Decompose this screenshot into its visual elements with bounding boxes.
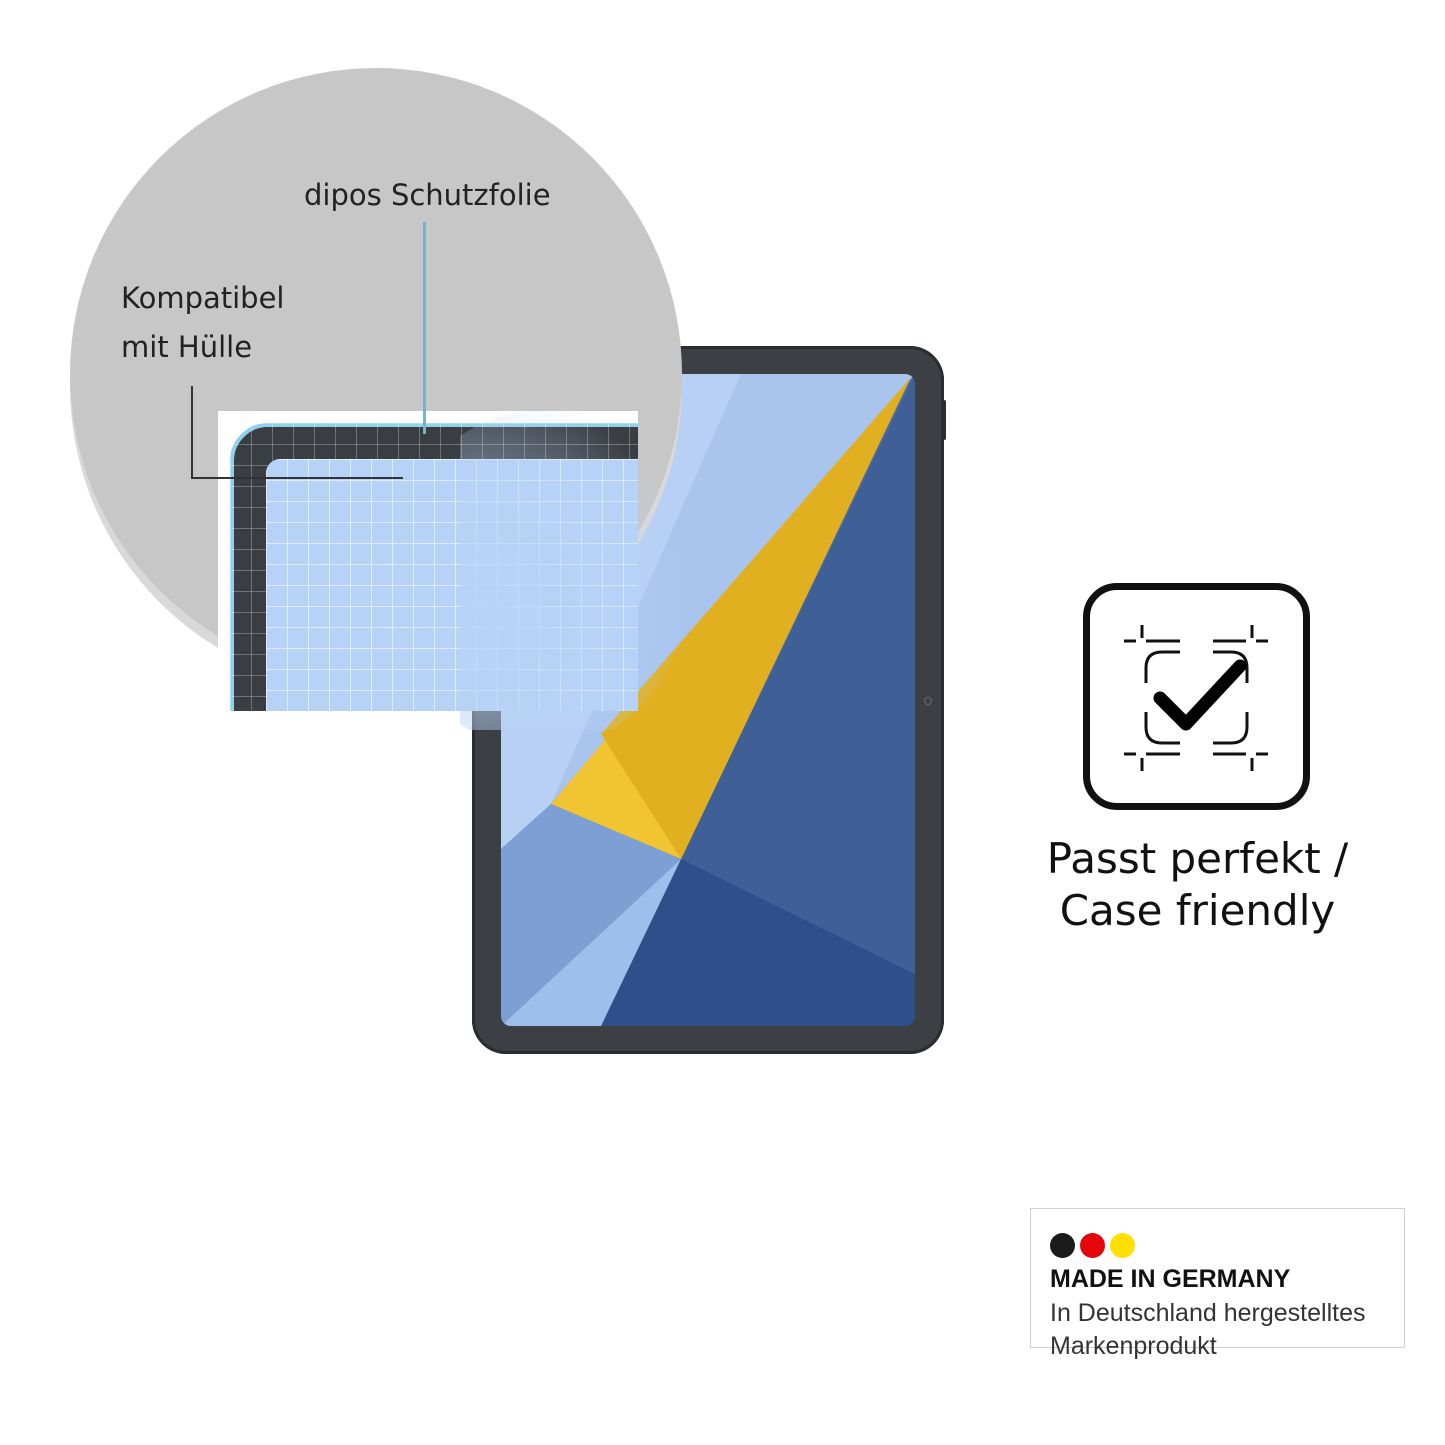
badge-subtitle-line1: In Deutschland hergestelltes — [1050, 1299, 1366, 1327]
film-label: dipos Schutzfolie — [304, 178, 551, 212]
film-glow-overlay — [460, 410, 690, 730]
tablet-screen-wallpaper — [501, 374, 915, 1026]
badge-subtitle-line2: Markenprodukt — [1050, 1332, 1217, 1360]
badge-title: MADE IN GERMANY — [1050, 1265, 1291, 1293]
film-pointer-line — [423, 222, 426, 434]
flag-dot-yellow-icon — [1110, 1233, 1135, 1258]
case-friendly-caption: Passt perfekt / Case friendly — [1000, 833, 1395, 937]
tablet-side-button — [941, 400, 946, 440]
case-label-line2: mit Hülle — [121, 330, 253, 364]
flag-dot-black-icon — [1050, 1233, 1075, 1258]
made-in-germany-badge: MADE IN GERMANY In Deutschland hergestel… — [1030, 1208, 1405, 1360]
front-camera — [924, 697, 932, 705]
case-pointer-line-vertical — [191, 386, 193, 479]
case-friendly-line2: Case friendly — [1059, 886, 1336, 935]
case-label-line1: Kompatibel — [121, 281, 285, 315]
case-pointer-line-horizontal — [191, 477, 403, 479]
flag-dot-red-icon — [1080, 1233, 1105, 1258]
case-compatible-label: Kompatibel mit Hülle — [121, 274, 284, 372]
case-friendly-line1: Passt perfekt / — [1046, 834, 1349, 883]
case-friendly-check-icon — [1083, 583, 1310, 810]
